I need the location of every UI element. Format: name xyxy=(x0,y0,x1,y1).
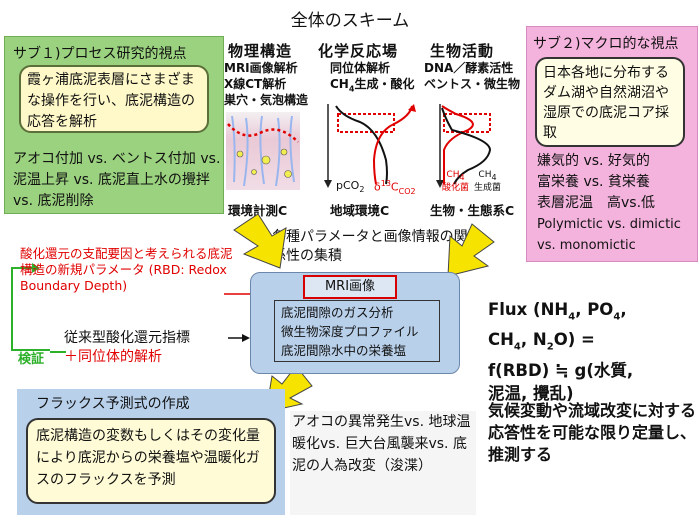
sub1-description-box: 霞ヶ浦底泥表層にさまざまな操作を行い、底泥構造の応答を解析 xyxy=(19,65,209,133)
column-physical-subs: MRI画像解析 X線CT解析 巣穴・気泡構造 xyxy=(224,60,308,108)
column-physical-center: 環境計測C xyxy=(228,203,288,218)
sub2-comparisons: 嫌気的 vs. 好気的 富栄養 vs. 貧栄養 表層泥温 高vs.低 Polym… xyxy=(537,151,695,256)
column-chemical-center: 地域環境C xyxy=(330,203,390,218)
column-physical-sub: X線CT解析 xyxy=(224,77,287,91)
sub2-description-box: 日本各地に分布するダム湖や自然湖沼や湿原での底泥コア採取 xyxy=(535,57,685,147)
column-chemical-head: 化学反応場 xyxy=(318,42,399,60)
climate-response-text: 気候変動や流域改変に対する応答性を可能な限り定量し、推測する xyxy=(488,401,697,464)
column-chemical-sub: 同位体解析 xyxy=(330,61,391,75)
biological-profile-plot xyxy=(436,104,492,188)
sub2-line: 嫌気的 vs. 好気的 xyxy=(537,153,650,169)
mri-line: 底泥間隙水中の栄養塩 xyxy=(281,343,407,358)
sub2-panel: サブ２)マクロ的な視点 日本各地に分布するダム湖や自然湖沼や湿原での底泥コア採取… xyxy=(526,26,698,262)
delta13c-label: δ13CCO2 xyxy=(374,179,416,196)
verification-label: 検証 xyxy=(18,352,45,367)
flux-formula: Flux (NH4, PO4, CH4, N2O) = f(RBD) ≒ g(水… xyxy=(488,298,698,405)
mri-line: 微生物深度プロファイル xyxy=(281,324,419,339)
page-title: 全体のスキーム xyxy=(290,11,410,31)
arrow-to-center-right xyxy=(447,223,495,277)
legacy-redox-text: 従来型酸化還元指標 ＋同位体的解析 xyxy=(64,329,190,367)
column-physical-sub: MRI画像解析 xyxy=(224,61,298,75)
parameter-collection-text: 各種パラメータと画像情報の関係性の集積 xyxy=(272,229,468,264)
sub1-title: サブ１)プロセス研究的視点 xyxy=(13,46,187,62)
flux-prediction-title: フラックス予測式の作成 xyxy=(36,396,190,412)
column-physical-sub: 巣穴・気泡構造 xyxy=(224,93,309,107)
verification-loop xyxy=(11,267,50,351)
column-biological-sub: ベントス・微生物 xyxy=(424,77,521,91)
legacy-line-isotope: ＋同位体的解析 xyxy=(64,349,162,365)
flux-prediction-box: 底泥構造の変数もしくはその変化量により底泥からの栄養塩や温暖化ガスのフラックスを… xyxy=(26,418,276,504)
flux-line: CH4, N2O) = xyxy=(488,330,595,353)
arrow-to-center-left xyxy=(233,213,287,269)
mri-line: 底泥間隙のガス分析 xyxy=(281,305,394,320)
sub1-treatments: アオコ付加 vs. ベントス付加 vs. 泥温上昇 vs. 底泥直上水の攪拌 v… xyxy=(13,151,221,209)
flux-line: 泥温, 攪乱) xyxy=(488,383,574,403)
flux-line: Flux (NH4, PO4, xyxy=(488,300,627,323)
column-biological-center: 生物・生態系C xyxy=(430,203,515,218)
column-biological-head: 生物活動 xyxy=(430,42,495,60)
sub2-line: Polymictic vs. dimictic xyxy=(537,217,681,232)
sub1-panel: サブ１)プロセス研究的視点 霞ヶ浦底泥表層にさまざまな操作を行い、底泥構造の応答… xyxy=(4,36,224,214)
column-chemical-sub: CH4生成・酸化 xyxy=(330,77,415,94)
rbd-parameter-text: 酸化還元の支配要因と考えられる底泥構造の新規パラメータ (RBD: Redox … xyxy=(20,246,233,293)
chemical-profile-plot xyxy=(324,104,416,188)
ch4-producer-curve xyxy=(441,107,492,185)
scenario-comparisons: アオコの異常発生vs. 地球温暖化vs. 巨大台風襲来vs. 底泥の人為改変（浚… xyxy=(290,411,476,515)
sub2-title: サブ２)マクロ的な視点 xyxy=(533,36,679,52)
ch4-oxidizer-curve xyxy=(441,105,474,184)
column-chemical-subs: 同位体解析 CH4生成・酸化 xyxy=(330,60,414,97)
column-biological-subs: DNA／酵素活性 ベントス・微生物 xyxy=(424,60,520,92)
flux-line: f(RBD) ≒ g(水質, xyxy=(488,360,634,380)
legacy-line: 従来型酸化還元指標 xyxy=(64,330,190,346)
pco2-curve xyxy=(335,105,388,185)
sub2-line: 表層泥温 高vs.低 xyxy=(537,195,656,211)
mri-analysis-box: 底泥間隙のガス分析 微生物深度プロファイル 底泥間隙水中の栄養塩 xyxy=(274,300,440,362)
sub2-line: vs. monomictic xyxy=(537,238,636,253)
mri-label: MRI画像 xyxy=(303,275,397,299)
column-physical-head: 物理構造 xyxy=(228,42,293,60)
column-biological-sub: DNA／酵素活性 xyxy=(424,61,514,75)
sediment-structure-illustration xyxy=(226,112,300,190)
sub2-line: 富栄養 vs. 貧栄養 xyxy=(537,174,650,190)
pco2-label: pCO2 xyxy=(336,179,365,195)
delta13c-curve xyxy=(372,105,413,185)
